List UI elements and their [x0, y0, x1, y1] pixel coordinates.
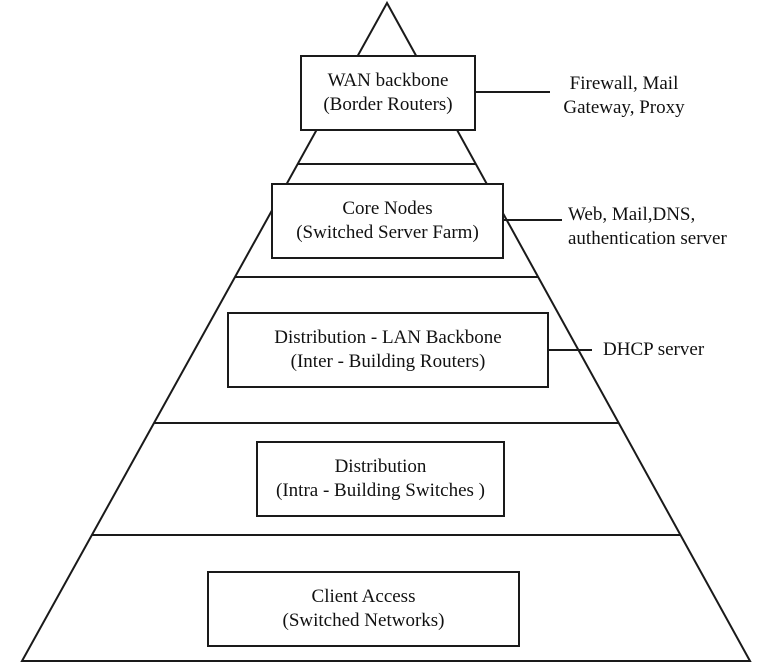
annotation-line: DHCP server	[603, 339, 705, 360]
annotation-dhcp-server: DHCP server	[603, 338, 704, 362]
annotation-line: authentication server	[568, 228, 727, 249]
level-box-wan-backbone: WAN backbone (Border Routers)	[300, 55, 476, 131]
level-subtitle: (Switched Networks)	[282, 610, 445, 631]
level-box-client-access: Client Access (Switched Networks)	[207, 571, 520, 647]
level-title: Core Nodes	[342, 198, 433, 219]
level-subtitle: (Inter - Building Routers)	[290, 351, 486, 372]
level-box-distribution-lan-backbone: Distribution - LAN Backbone (Inter - Bui…	[227, 312, 549, 388]
level-subtitle: (Switched Server Farm)	[296, 222, 479, 243]
level-subtitle: (Intra - Building Switches )	[276, 480, 485, 501]
level-subtitle: (Border Routers)	[323, 94, 453, 115]
annotation-core-services: Web, Mail,DNS, authentication server	[568, 203, 727, 251]
annotation-line: Web, Mail,DNS,	[568, 204, 696, 225]
level-title: WAN backbone	[327, 70, 449, 91]
level-box-distribution: Distribution (Intra - Building Switches …	[256, 441, 505, 517]
annotation-line: Gateway, Proxy	[563, 97, 685, 118]
level-title: Client Access	[311, 586, 416, 607]
level-title: Distribution - LAN Backbone	[274, 327, 502, 348]
level-box-core-nodes: Core Nodes (Switched Server Farm)	[271, 183, 504, 259]
level-title: Distribution	[334, 456, 427, 477]
annotation-wan-services: Firewall, Mail Gateway, Proxy	[556, 72, 692, 120]
annotation-line: Firewall, Mail	[569, 73, 679, 94]
pyramid-outline	[20, 0, 752, 662]
